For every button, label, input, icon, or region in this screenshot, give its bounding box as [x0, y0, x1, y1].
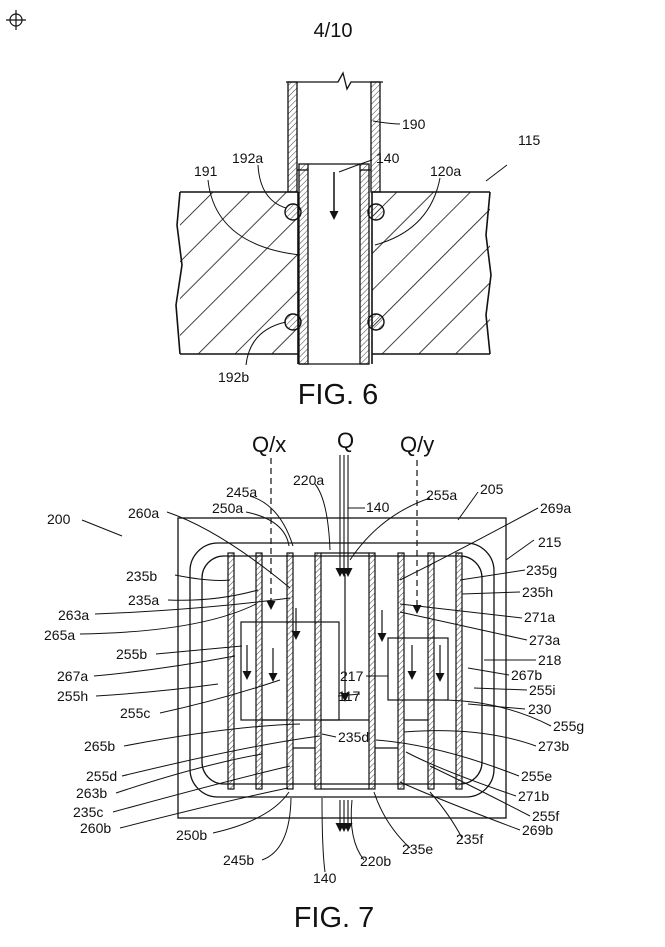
label-271b: 271b	[518, 788, 549, 804]
label-267a: 267a	[57, 668, 88, 684]
fig7-caption: FIG. 7	[294, 902, 375, 934]
label-220a: 220a	[293, 472, 324, 488]
label-215: 215	[538, 534, 562, 550]
label-191: 191	[194, 163, 218, 179]
label-115: 115	[518, 132, 541, 148]
label-192b: 192b	[218, 369, 249, 385]
label-269a: 269a	[540, 500, 571, 516]
fig6-drawing: 190 115 192a 140 191 120a 192b FIG. 6	[175, 71, 541, 411]
label-255g: 255g	[553, 718, 584, 734]
flow-label-q: Q	[337, 428, 354, 453]
label-235f: 235f	[456, 831, 483, 847]
label-235g: 235g	[526, 562, 557, 578]
label-267b: 267b	[511, 667, 542, 683]
fig6-body-right	[372, 192, 490, 354]
flow-label-qx: Q/x	[252, 432, 286, 457]
label-235d: 235d	[338, 729, 369, 745]
label-255h: 255h	[57, 688, 88, 704]
label-235a: 235a	[128, 592, 159, 608]
o-ring-192b-right	[367, 313, 385, 331]
o-ring-192b-left	[284, 313, 302, 331]
o-ring-192a-right	[367, 203, 385, 221]
fig6-body-left	[180, 192, 298, 354]
element-117	[240, 621, 340, 721]
fig6-caption: FIG. 6	[298, 379, 379, 411]
label-250a: 250a	[212, 500, 243, 516]
label-245a: 245a	[226, 484, 257, 500]
label-190: 190	[402, 116, 426, 132]
label-117: 117	[338, 688, 361, 704]
housing-205	[177, 517, 507, 819]
label-235e: 235e	[402, 841, 433, 857]
page-label: 4/10	[314, 20, 353, 42]
label-260a: 260a	[128, 505, 159, 521]
label-220b: 220b	[360, 853, 391, 869]
label-192a: 192a	[232, 150, 263, 166]
label-245b: 245b	[223, 852, 254, 868]
label-217: 217	[340, 668, 364, 684]
label-200: 200	[47, 511, 71, 527]
label-235c: 235c	[73, 804, 103, 820]
label-255i: 255i	[529, 682, 555, 698]
label-260b: 260b	[80, 820, 111, 836]
element-217	[387, 637, 449, 701]
label-255a: 255a	[426, 487, 457, 503]
fig7-drawing: Q/x Q Q/y	[44, 428, 584, 934]
label-140-bottom: 140	[313, 870, 337, 886]
label-140-top: 140	[366, 499, 390, 515]
label-255f: 255f	[532, 808, 559, 824]
label-235h: 235h	[522, 584, 553, 600]
label-255d: 255d	[86, 768, 117, 784]
label-255e: 255e	[521, 768, 552, 784]
label-273a: 273a	[529, 632, 560, 648]
label-255c: 255c	[120, 705, 150, 721]
label-235b: 235b	[126, 568, 157, 584]
label-269b: 269b	[522, 822, 553, 838]
label-263b: 263b	[76, 785, 107, 801]
label-255b: 255b	[116, 646, 147, 662]
label-265a: 265a	[44, 627, 75, 643]
o-ring-192a-left	[284, 203, 302, 221]
housing-215-outer	[189, 542, 495, 798]
label-120a: 120a	[430, 163, 461, 179]
flow-label-qy: Q/y	[400, 432, 434, 457]
label-265b: 265b	[84, 738, 115, 754]
label-140: 140	[376, 150, 400, 166]
label-271a: 271a	[524, 609, 555, 625]
label-230: 230	[528, 701, 552, 717]
label-250b: 250b	[176, 827, 207, 843]
registration-mark-icon	[6, 10, 26, 30]
label-273b: 273b	[538, 738, 569, 754]
label-205: 205	[480, 481, 504, 497]
label-218: 218	[538, 652, 562, 668]
label-263a: 263a	[58, 607, 89, 623]
